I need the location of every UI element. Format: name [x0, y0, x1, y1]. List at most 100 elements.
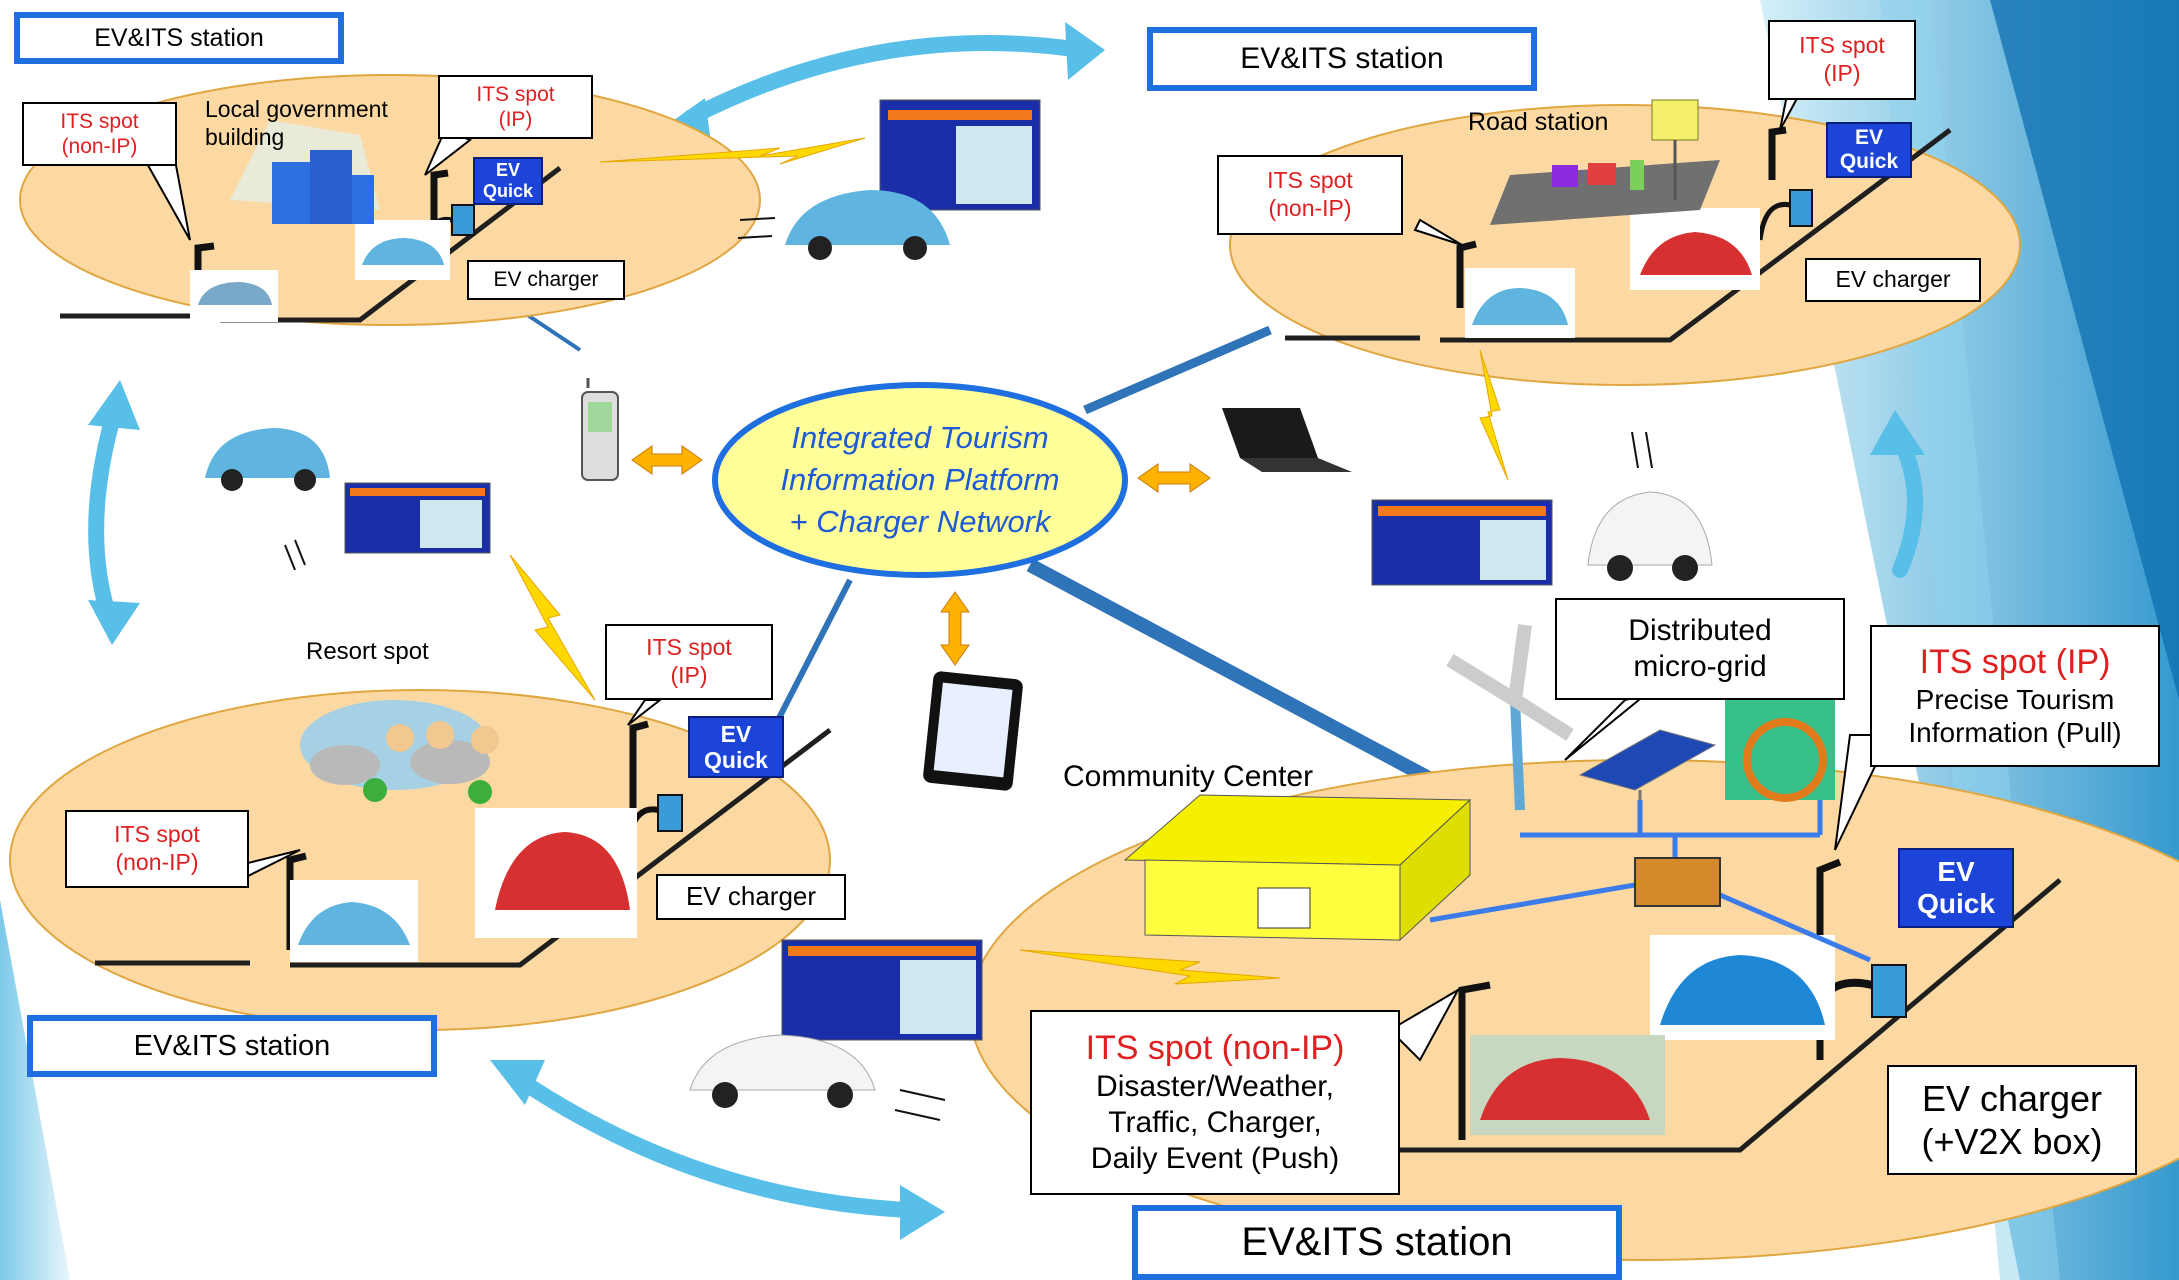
antenna-pole-icon	[1456, 240, 1477, 308]
tablet-icon	[923, 671, 1023, 791]
solar-panel-icon	[1578, 729, 1717, 800]
phone-icon	[581, 378, 619, 481]
lightning-bolt-icon	[509, 554, 596, 701]
car-icon	[1650, 935, 1835, 1040]
cycle-arrowhead-left-bottom	[88, 600, 140, 645]
screen-displays	[344, 99, 1553, 1041]
ev-quick-sign-top-left: EV Quick	[473, 157, 543, 205]
ev-charger-v2x-callout: EV charger (+V2X box)	[1887, 1065, 2137, 1175]
community-center-label: Community Center	[1063, 760, 1314, 793]
motion-marks	[284, 217, 1653, 1121]
station-label-bottom-right: EV&ITS station	[1132, 1205, 1622, 1280]
wind-turbine-icon	[1446, 624, 1574, 811]
its-spot-nonip-desc-1: Disaster/Weather,	[1096, 1069, 1334, 1103]
antenna-pole-icon	[430, 169, 449, 225]
island-top-right	[1229, 104, 2021, 386]
its-spot-nonip-desc-2: Traffic, Charger,	[1108, 1105, 1322, 1139]
ev-quick-line-1: EV	[1937, 855, 1975, 887]
cycle-arrow-bottom	[512, 1072, 918, 1218]
its-spot-nonip-callout-mid-left: ITS spot (non-IP)	[65, 810, 249, 888]
cycle-arrowhead-bottom-left	[490, 1060, 545, 1105]
battery-box-icon	[1634, 857, 1721, 907]
charger-icon	[625, 794, 683, 841]
hub-label: Integrated Tourism Information Platform …	[730, 410, 1110, 550]
its-spot-nonip-title: ITS spot (non-IP)	[1085, 1029, 1345, 1068]
ev-quick-line-2: Quick	[1917, 888, 1995, 919]
screen-display-icon	[1371, 499, 1553, 586]
double-arrow-tablet	[940, 591, 970, 666]
its-spot-type: (IP)	[1823, 60, 1861, 86]
local-government-label-line-2: building	[205, 123, 285, 150]
its-spot-type: (non-IP)	[115, 849, 199, 875]
ev-quick-line-1: EV	[720, 720, 752, 747]
local-government-label-line-1: Local government	[205, 96, 388, 122]
micro-grid-wires	[1429, 800, 1871, 963]
hot-spring-icon	[300, 700, 499, 804]
its-spot-type: (non-IP)	[61, 135, 138, 158]
car-icon	[290, 880, 418, 962]
car-icon	[785, 190, 950, 260]
building-icon	[230, 120, 380, 224]
its-spot-nonip-desc-3: Daily Event (Push)	[1090, 1141, 1340, 1175]
its-spot-title: ITS spot	[114, 821, 200, 848]
its-spot-title: ITS spot	[646, 634, 732, 661]
hub-label-line-2: Information Platform	[780, 462, 1060, 498]
hub-ellipse	[712, 382, 1128, 578]
station-label-mid-left: EV&ITS station	[27, 1015, 437, 1077]
cycle-arrowhead-left-top	[88, 380, 140, 430]
screen-display-icon	[344, 482, 491, 554]
ev-charger-callout-top-left: EV charger	[467, 260, 625, 300]
its-spot-nonip-callout-top-right: ITS spot (non-IP)	[1217, 155, 1403, 235]
lightning-bolt-icon	[599, 137, 866, 165]
hub-label-line-3: + Charger Network	[789, 503, 1051, 539]
car-icon	[1465, 268, 1575, 338]
double-arrow-laptop	[1137, 463, 1211, 493]
its-spot-ip-callout-top-right: ITS spot (IP)	[1768, 20, 1916, 100]
ev-quick-line-2: Quick	[482, 181, 534, 201]
link-bottom-right	[1026, 558, 1474, 807]
car-icon	[205, 428, 330, 491]
ev-quick-line-2: Quick	[1839, 150, 1899, 173]
its-spot-title: ITS spot	[60, 109, 139, 133]
cars	[190, 190, 1835, 1135]
station-label-top-right: EV&ITS station	[1147, 27, 1537, 91]
ev-charger-callout-top-right: EV charger	[1805, 258, 1981, 302]
cycle-arrowhead-top-right	[1065, 22, 1105, 80]
micro-grid-line-1: Distributed	[1628, 614, 1772, 647]
double-arrow-phone	[631, 445, 703, 475]
ev-charger-v2x-line-2: (+V2X box)	[1921, 1121, 2103, 1162]
car-icon	[689, 1034, 876, 1108]
link-top-right	[1083, 325, 1272, 415]
car-icon	[475, 808, 637, 938]
cycle-arrowhead-bottom-right	[900, 1185, 945, 1240]
car-icon	[1587, 491, 1713, 581]
chargers	[419, 189, 1907, 1018]
micro-grid-line-2: micro-grid	[1633, 650, 1767, 683]
antenna-pole-icon	[1768, 126, 1787, 180]
ev-quick-sign-top-right: EV Quick	[1826, 122, 1912, 178]
ev-quick-line-2: Quick	[704, 747, 768, 773]
callout-pointers	[143, 76, 1892, 1062]
local-government-label: Local government building	[205, 96, 388, 151]
hub-label-line-1: Integrated Tourism	[791, 420, 1049, 456]
its-spot-title: ITS spot	[1799, 32, 1885, 59]
antenna-pole-icon	[629, 720, 649, 815]
ev-quick-line-1: EV	[495, 160, 520, 181]
screen-display-icon	[879, 99, 1041, 211]
community-center-icon	[1123, 794, 1472, 942]
ev-charger-callout-mid-left: EV charger	[656, 874, 846, 920]
charger-icon	[1757, 189, 1813, 241]
laptop-icon	[1222, 408, 1352, 472]
cycle-arrow-top	[682, 34, 1088, 126]
its-spot-title: ITS spot	[476, 82, 555, 106]
its-spot-nonip-callout-top-left: ITS spot (non-IP)	[22, 102, 177, 166]
its-spot-ip-callout-top-left: ITS spot (IP)	[438, 75, 593, 139]
its-spot-ip-desc-2: Information (Pull)	[1908, 717, 2122, 749]
cycle-arrow-left	[88, 402, 123, 628]
its-spot-nonip-info-callout: ITS spot (non-IP) Disaster/Weather, Traf…	[1030, 1010, 1400, 1195]
road-station-icon	[1490, 99, 1720, 225]
its-spot-type: (IP)	[670, 662, 708, 688]
car-icon	[1470, 1035, 1665, 1135]
antenna-pole-icon	[1458, 981, 1491, 1140]
station-label-top-left: EV&ITS station	[14, 12, 344, 64]
